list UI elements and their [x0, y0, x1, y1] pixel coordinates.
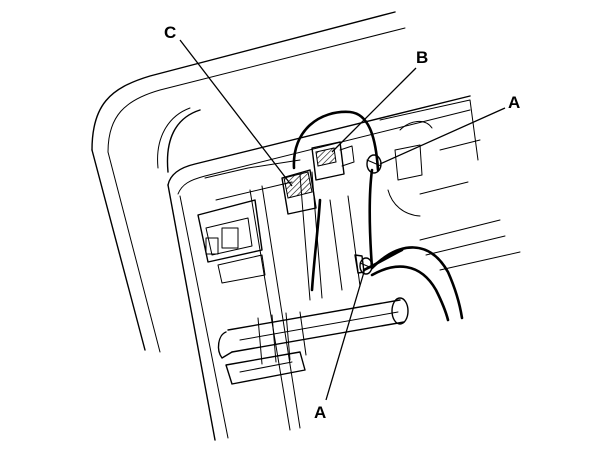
seat-frame	[167, 95, 471, 441]
latch-bracket	[197, 199, 266, 284]
leader-a-top	[379, 107, 506, 165]
leader-c	[179, 39, 293, 187]
connector-c	[281, 169, 317, 215]
callout-c: C	[164, 23, 176, 42]
harness-clip-top	[366, 154, 382, 174]
leader-a-bottom	[325, 271, 365, 401]
leader-lines	[179, 39, 506, 401]
seat-back-outline	[91, 11, 406, 353]
leader-b	[331, 67, 417, 153]
callout-a-bottom: A	[314, 403, 326, 422]
callout-b: B	[416, 48, 428, 67]
lower-rod-assembly	[217, 297, 409, 385]
connector-b	[311, 141, 355, 181]
callout-a-top: A	[508, 93, 520, 112]
harness-clip-bottom	[359, 257, 373, 275]
wire-harness	[292, 110, 464, 322]
